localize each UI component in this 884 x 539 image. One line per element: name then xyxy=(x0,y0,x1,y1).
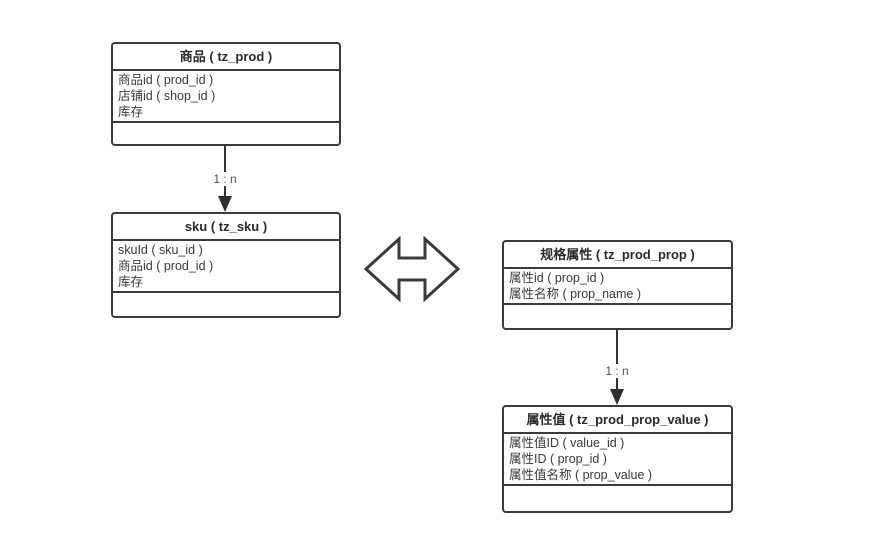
entity-prod-prop-value-field-prop-id: 属性ID ( prop_id ) xyxy=(509,452,607,466)
entity-prod-prop-value: 属性值 ( tz_prod_prop_value ) 属性值ID ( value… xyxy=(502,405,733,513)
entity-prod-prop-title: 规格属性 ( tz_prod_prop ) xyxy=(504,242,731,269)
entity-sku: sku ( tz_sku ) skuId ( sku_id ) 商品id ( p… xyxy=(111,212,341,318)
entity-prod-prop-value-empty-section xyxy=(504,486,731,511)
entity-prod-prop-field-prop-id: 属性id ( prop_id ) xyxy=(509,271,605,285)
entity-prod-field-stock: 库存 xyxy=(118,105,144,119)
entity-prod-prop-field-prop-name: 属性名称 ( prop_name ) xyxy=(509,287,641,301)
entity-sku-field-prod-id: 商品id ( prod_id ) xyxy=(118,259,214,273)
relation-label-prop-value: 1 : n xyxy=(602,364,632,378)
entity-prod-prop-value-field-prop-value: 属性值名称 ( prop_value ) xyxy=(509,468,653,482)
entity-prod-prop-value-title: 属性值 ( tz_prod_prop_value ) xyxy=(504,407,731,434)
down-arrow-icon xyxy=(610,389,624,405)
entity-prod-title: 商品 ( tz_prod ) xyxy=(113,44,339,71)
entity-sku-empty-section xyxy=(113,293,339,316)
entity-sku-field-stock: 库存 xyxy=(118,275,144,289)
entity-prod-prop-fields: 属性id ( prop_id ) 属性名称 ( prop_name ) xyxy=(504,269,731,305)
left-right-double-arrow-icon xyxy=(363,235,461,303)
entity-prod-empty-section xyxy=(113,123,339,144)
relation-line-prop-value xyxy=(616,330,618,389)
relation-line-prod-sku xyxy=(224,146,226,196)
entity-sku-field-sku-id: skuId ( sku_id ) xyxy=(118,243,203,257)
entity-prod-prop-value-fields: 属性值ID ( value_id ) 属性ID ( prop_id ) 属性值名… xyxy=(504,434,731,486)
entity-sku-fields: skuId ( sku_id ) 商品id ( prod_id ) 库存 xyxy=(113,241,339,293)
relation-label-prod-sku: 1 : n xyxy=(210,172,240,186)
entity-prod-prop-empty-section xyxy=(504,305,731,328)
entity-prod-prop-value-field-value-id: 属性值ID ( value_id ) xyxy=(509,436,625,450)
entity-prod-prop: 规格属性 ( tz_prod_prop ) 属性id ( prop_id ) 属… xyxy=(502,240,733,330)
entity-prod: 商品 ( tz_prod ) 商品id ( prod_id ) 店铺id ( s… xyxy=(111,42,341,146)
entity-prod-field-shop-id: 店铺id ( shop_id ) xyxy=(118,89,216,103)
entity-sku-title: sku ( tz_sku ) xyxy=(113,214,339,241)
down-arrow-icon xyxy=(218,196,232,212)
entity-prod-field-prod-id: 商品id ( prod_id ) xyxy=(118,73,214,87)
entity-prod-fields: 商品id ( prod_id ) 店铺id ( shop_id ) 库存 xyxy=(113,71,339,123)
